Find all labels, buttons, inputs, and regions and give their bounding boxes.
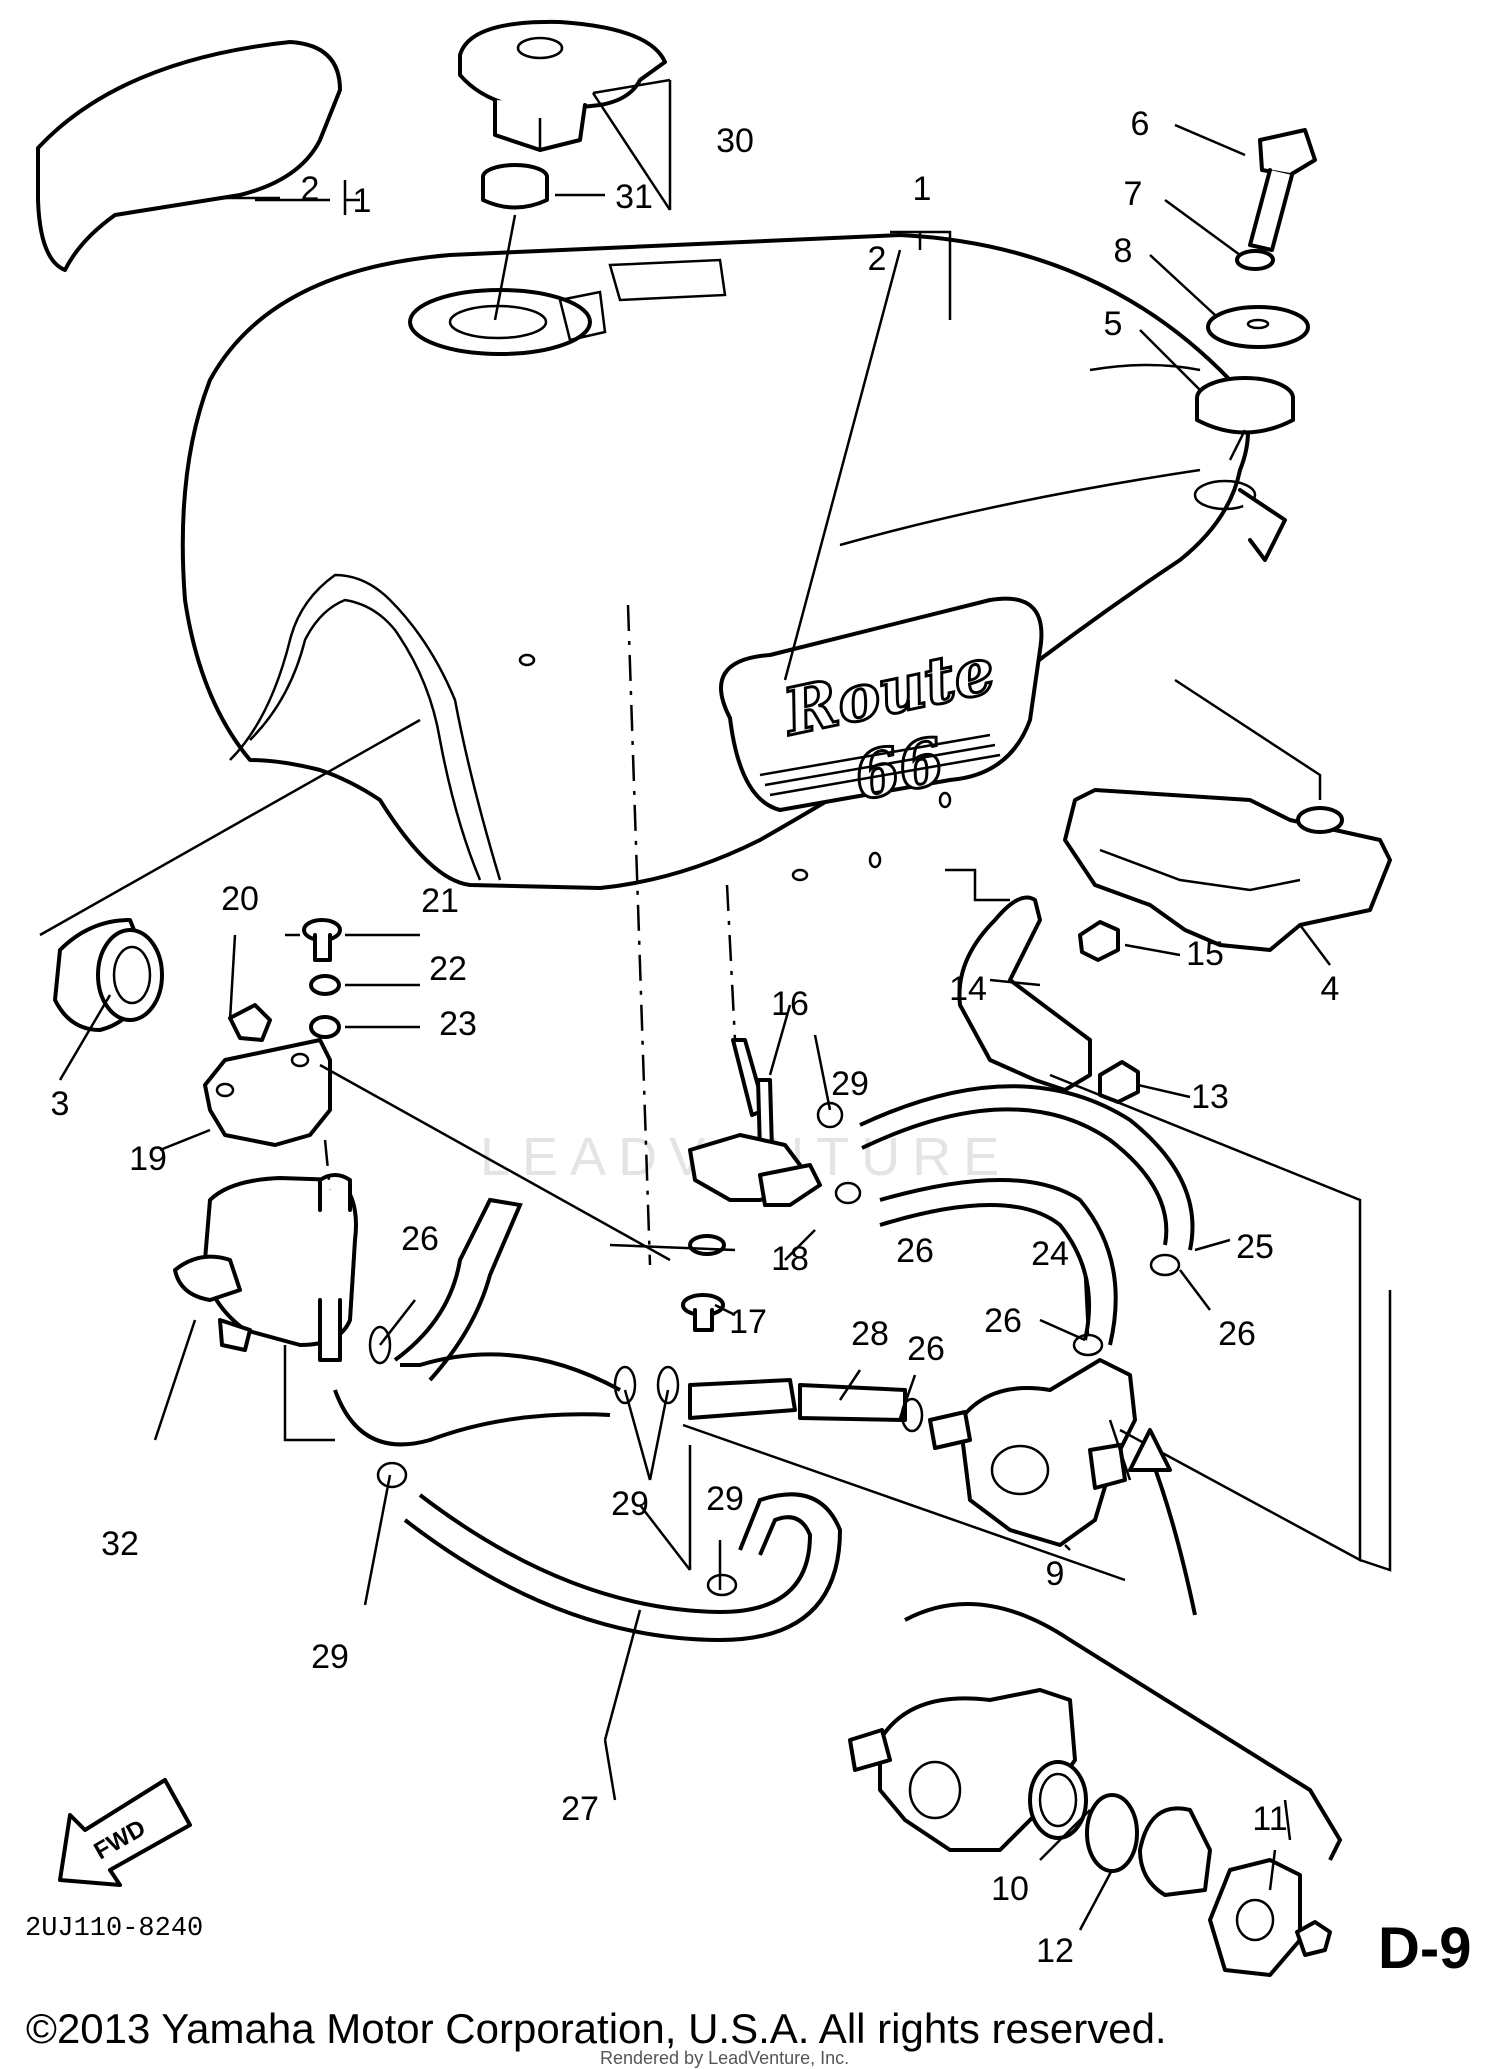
plain-washer	[1206, 305, 1310, 349]
mounting-plate	[203, 1038, 332, 1147]
callout-c8: 8	[1114, 232, 1133, 270]
callout-c26d: 26	[1218, 1315, 1256, 1353]
callout-c29d: 29	[311, 1638, 349, 1676]
callout-c25: 25	[1236, 1228, 1274, 1266]
callout-c21: 21	[421, 882, 459, 920]
gasket-plate	[1208, 1858, 1302, 1977]
callout-c3: 3	[51, 1085, 70, 1123]
mount-bolt	[1248, 128, 1317, 252]
tank-side-pad	[36, 40, 342, 272]
fuel-hose-32	[333, 1352, 621, 1447]
callout-c29b: 29	[611, 1485, 649, 1523]
callout-c28: 28	[851, 1315, 889, 1353]
tank-damper-left	[53, 918, 164, 1032]
fuel-hose-25	[859, 1084, 1195, 1251]
callout-c17: 17	[729, 1303, 767, 1341]
fuel-pump-exploded	[848, 1688, 1077, 1852]
callout-c31: 31	[615, 178, 653, 216]
centerlines	[323, 604, 737, 1266]
callout-c13: 13	[1191, 1078, 1229, 1116]
callout-c9: 9	[1046, 1555, 1065, 1593]
callout-c10: 10	[991, 1870, 1029, 1908]
valve-cover	[1138, 1806, 1212, 1897]
fwd-arrow-icon: FWD	[58, 1778, 192, 1887]
hose-28-pipe	[688, 1378, 907, 1422]
callout-c29c: 29	[706, 1480, 744, 1518]
fuel-hose-27	[403, 1492, 843, 1643]
bracket-14	[957, 895, 1092, 1092]
screw-11	[1295, 1920, 1332, 1957]
o-ring-12	[1085, 1793, 1139, 1873]
callout-c6: 6	[1131, 105, 1150, 143]
callout-c27: 27	[561, 1790, 599, 1828]
callout-c23: 23	[439, 1005, 477, 1043]
callout-c16: 16	[771, 985, 809, 1023]
sheet-id: D-9	[1378, 1916, 1471, 1981]
callout-c4: 4	[1321, 970, 1340, 1008]
callout-c29a: 29	[831, 1065, 869, 1103]
callout-c1b: 1	[353, 182, 372, 220]
callout-c32: 32	[101, 1525, 139, 1563]
vent-hose	[393, 1197, 523, 1382]
diaphragm-10	[1028, 1760, 1088, 1840]
fuel-pump	[928, 1358, 1137, 1547]
callout-c22: 22	[429, 950, 467, 988]
bolt-13	[1098, 1060, 1140, 1104]
washer-18	[688, 1234, 726, 1256]
cap-gasket	[481, 163, 549, 210]
fuel-hose-24	[879, 1178, 1118, 1346]
diagram-code: 2UJ110-8240	[25, 1914, 203, 1944]
callout-c2b: 2	[301, 170, 320, 208]
callout-c1: 1	[913, 170, 932, 208]
screw-17	[681, 1293, 725, 1332]
washer-23	[309, 1015, 341, 1039]
callout-c18: 18	[771, 1240, 809, 1278]
callout-c11: 11	[1252, 1800, 1287, 1838]
callout-c26a: 26	[401, 1220, 439, 1258]
callout-c12: 12	[1036, 1932, 1074, 1970]
lock-washer	[1235, 249, 1275, 271]
tank-damper	[1195, 376, 1295, 435]
callout-c26c: 26	[984, 1302, 1022, 1340]
callout-c5: 5	[1104, 305, 1123, 343]
callout-c7: 7	[1124, 175, 1143, 213]
leader-lines	[39, 78, 1392, 1931]
callout-c24: 24	[1031, 1235, 1069, 1273]
callout-c19: 19	[129, 1140, 167, 1178]
bolt-20	[228, 1003, 272, 1042]
copyright-notice: ©2013 Yamaha Motor Corporation, U.S.A. A…	[26, 2005, 1167, 2052]
callout-c15: 15	[1186, 935, 1224, 973]
rendered-by-notice: Rendered by LeadVenture, Inc.	[600, 2048, 849, 2068]
fuel-cock-16	[688, 1038, 822, 1207]
callout-c2: 2	[868, 240, 887, 278]
washer-22	[309, 974, 341, 996]
callout-c30: 30	[716, 122, 754, 160]
callout-c26b: 26	[896, 1232, 934, 1270]
screw-21	[302, 918, 342, 962]
fuel-cap	[458, 19, 667, 152]
callout-c26e: 26	[907, 1330, 945, 1368]
bolt-15	[1078, 920, 1120, 962]
callout-c20: 20	[221, 880, 259, 918]
callout-c14: 14	[949, 970, 987, 1008]
fuel-cock-32	[173, 1173, 358, 1362]
